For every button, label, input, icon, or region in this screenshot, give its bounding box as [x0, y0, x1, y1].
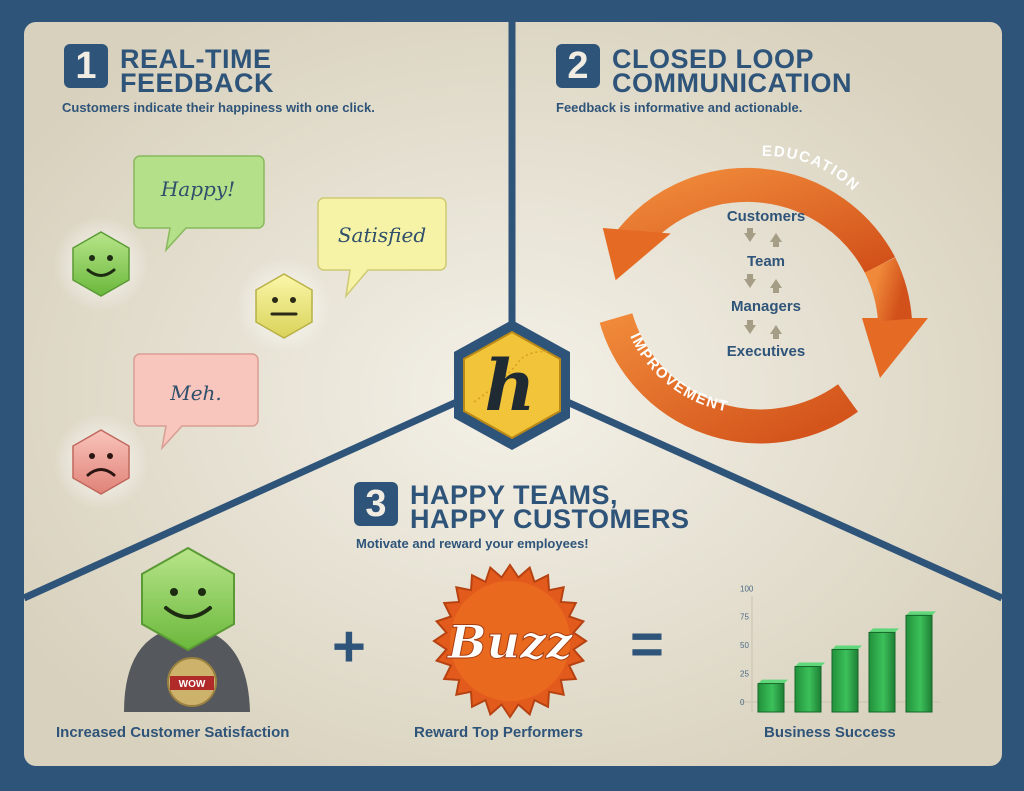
- section1-subtitle: Customers indicate their happiness with …: [62, 100, 375, 115]
- chart-bar: [905, 614, 933, 713]
- bar-top: [832, 645, 862, 650]
- logo-icon: h: [454, 320, 570, 450]
- bar-top: [906, 611, 936, 616]
- step-number-1: 1: [64, 44, 108, 88]
- chart-bar: [868, 631, 896, 713]
- bar-top: [869, 628, 899, 633]
- bubble-happy: [133, 155, 265, 253]
- level-team: Team: [746, 253, 786, 270]
- happy-employee-icon: WOW: [124, 546, 250, 712]
- buzz-badge-icon[interactable]: Buzz: [432, 563, 588, 719]
- bubble-meh: [133, 353, 259, 451]
- section1-title-line2: FEEDBACK: [120, 68, 275, 98]
- y-tick-label: 100: [740, 584, 754, 593]
- level-managers: Managers: [730, 298, 802, 315]
- equals-sign: =: [630, 612, 664, 677]
- y-tick-label: 75: [740, 613, 749, 622]
- y-tick-label: 0: [740, 698, 745, 707]
- section3-subtitle: Motivate and reward your employees!: [356, 536, 589, 551]
- section3-title-line1: HAPPY TEAMS,: [410, 480, 619, 510]
- bubble-meh-text: Meh.: [169, 381, 222, 405]
- loop-arrows-icon: [599, 167, 928, 444]
- business-success-chart: 0 25 50 75 100: [740, 584, 940, 713]
- chart-bar: [831, 648, 859, 713]
- caption-business-success: Business Success: [764, 724, 896, 741]
- level-executives: Executives: [726, 343, 806, 360]
- bar-top: [795, 662, 825, 667]
- section2-title-line1: CLOSED LOOP: [612, 44, 815, 74]
- bubble-happy-text: Happy!: [160, 177, 235, 201]
- svg-text:Buzz: Buzz: [446, 615, 573, 669]
- section2-subtitle: Feedback is informative and actionable.: [556, 100, 803, 115]
- chart-bar: [757, 683, 785, 713]
- bubble-satisfied: [317, 197, 447, 299]
- happy-face-icon[interactable]: [72, 231, 130, 297]
- section3-title-line2: HAPPY CUSTOMERS: [410, 504, 690, 534]
- step-number-2: 2: [556, 44, 600, 88]
- caption-customer-satisfaction: Increased Customer Satisfaction: [56, 724, 290, 741]
- chart-bar: [794, 666, 822, 713]
- bar-top: [758, 679, 788, 684]
- level-arrows-icon: [744, 228, 782, 339]
- bubble-satisfied-text: Satisfied: [338, 223, 426, 247]
- y-tick-label: 50: [740, 641, 749, 650]
- step-number-3: 3: [354, 482, 398, 526]
- plus-sign: +: [332, 614, 366, 679]
- svg-text:h: h: [485, 344, 536, 427]
- sad-face-icon[interactable]: [72, 429, 130, 495]
- caption-reward-top-performers: Reward Top Performers: [414, 724, 583, 741]
- section2-title-line2: COMMUNICATION: [612, 68, 852, 98]
- y-tick-label: 25: [740, 670, 749, 679]
- section1-title-line1: REAL-TIME: [120, 44, 272, 74]
- svg-text:WOW: WOW: [179, 679, 206, 690]
- level-customers: Customers: [726, 208, 806, 225]
- neutral-face-icon[interactable]: [255, 273, 313, 339]
